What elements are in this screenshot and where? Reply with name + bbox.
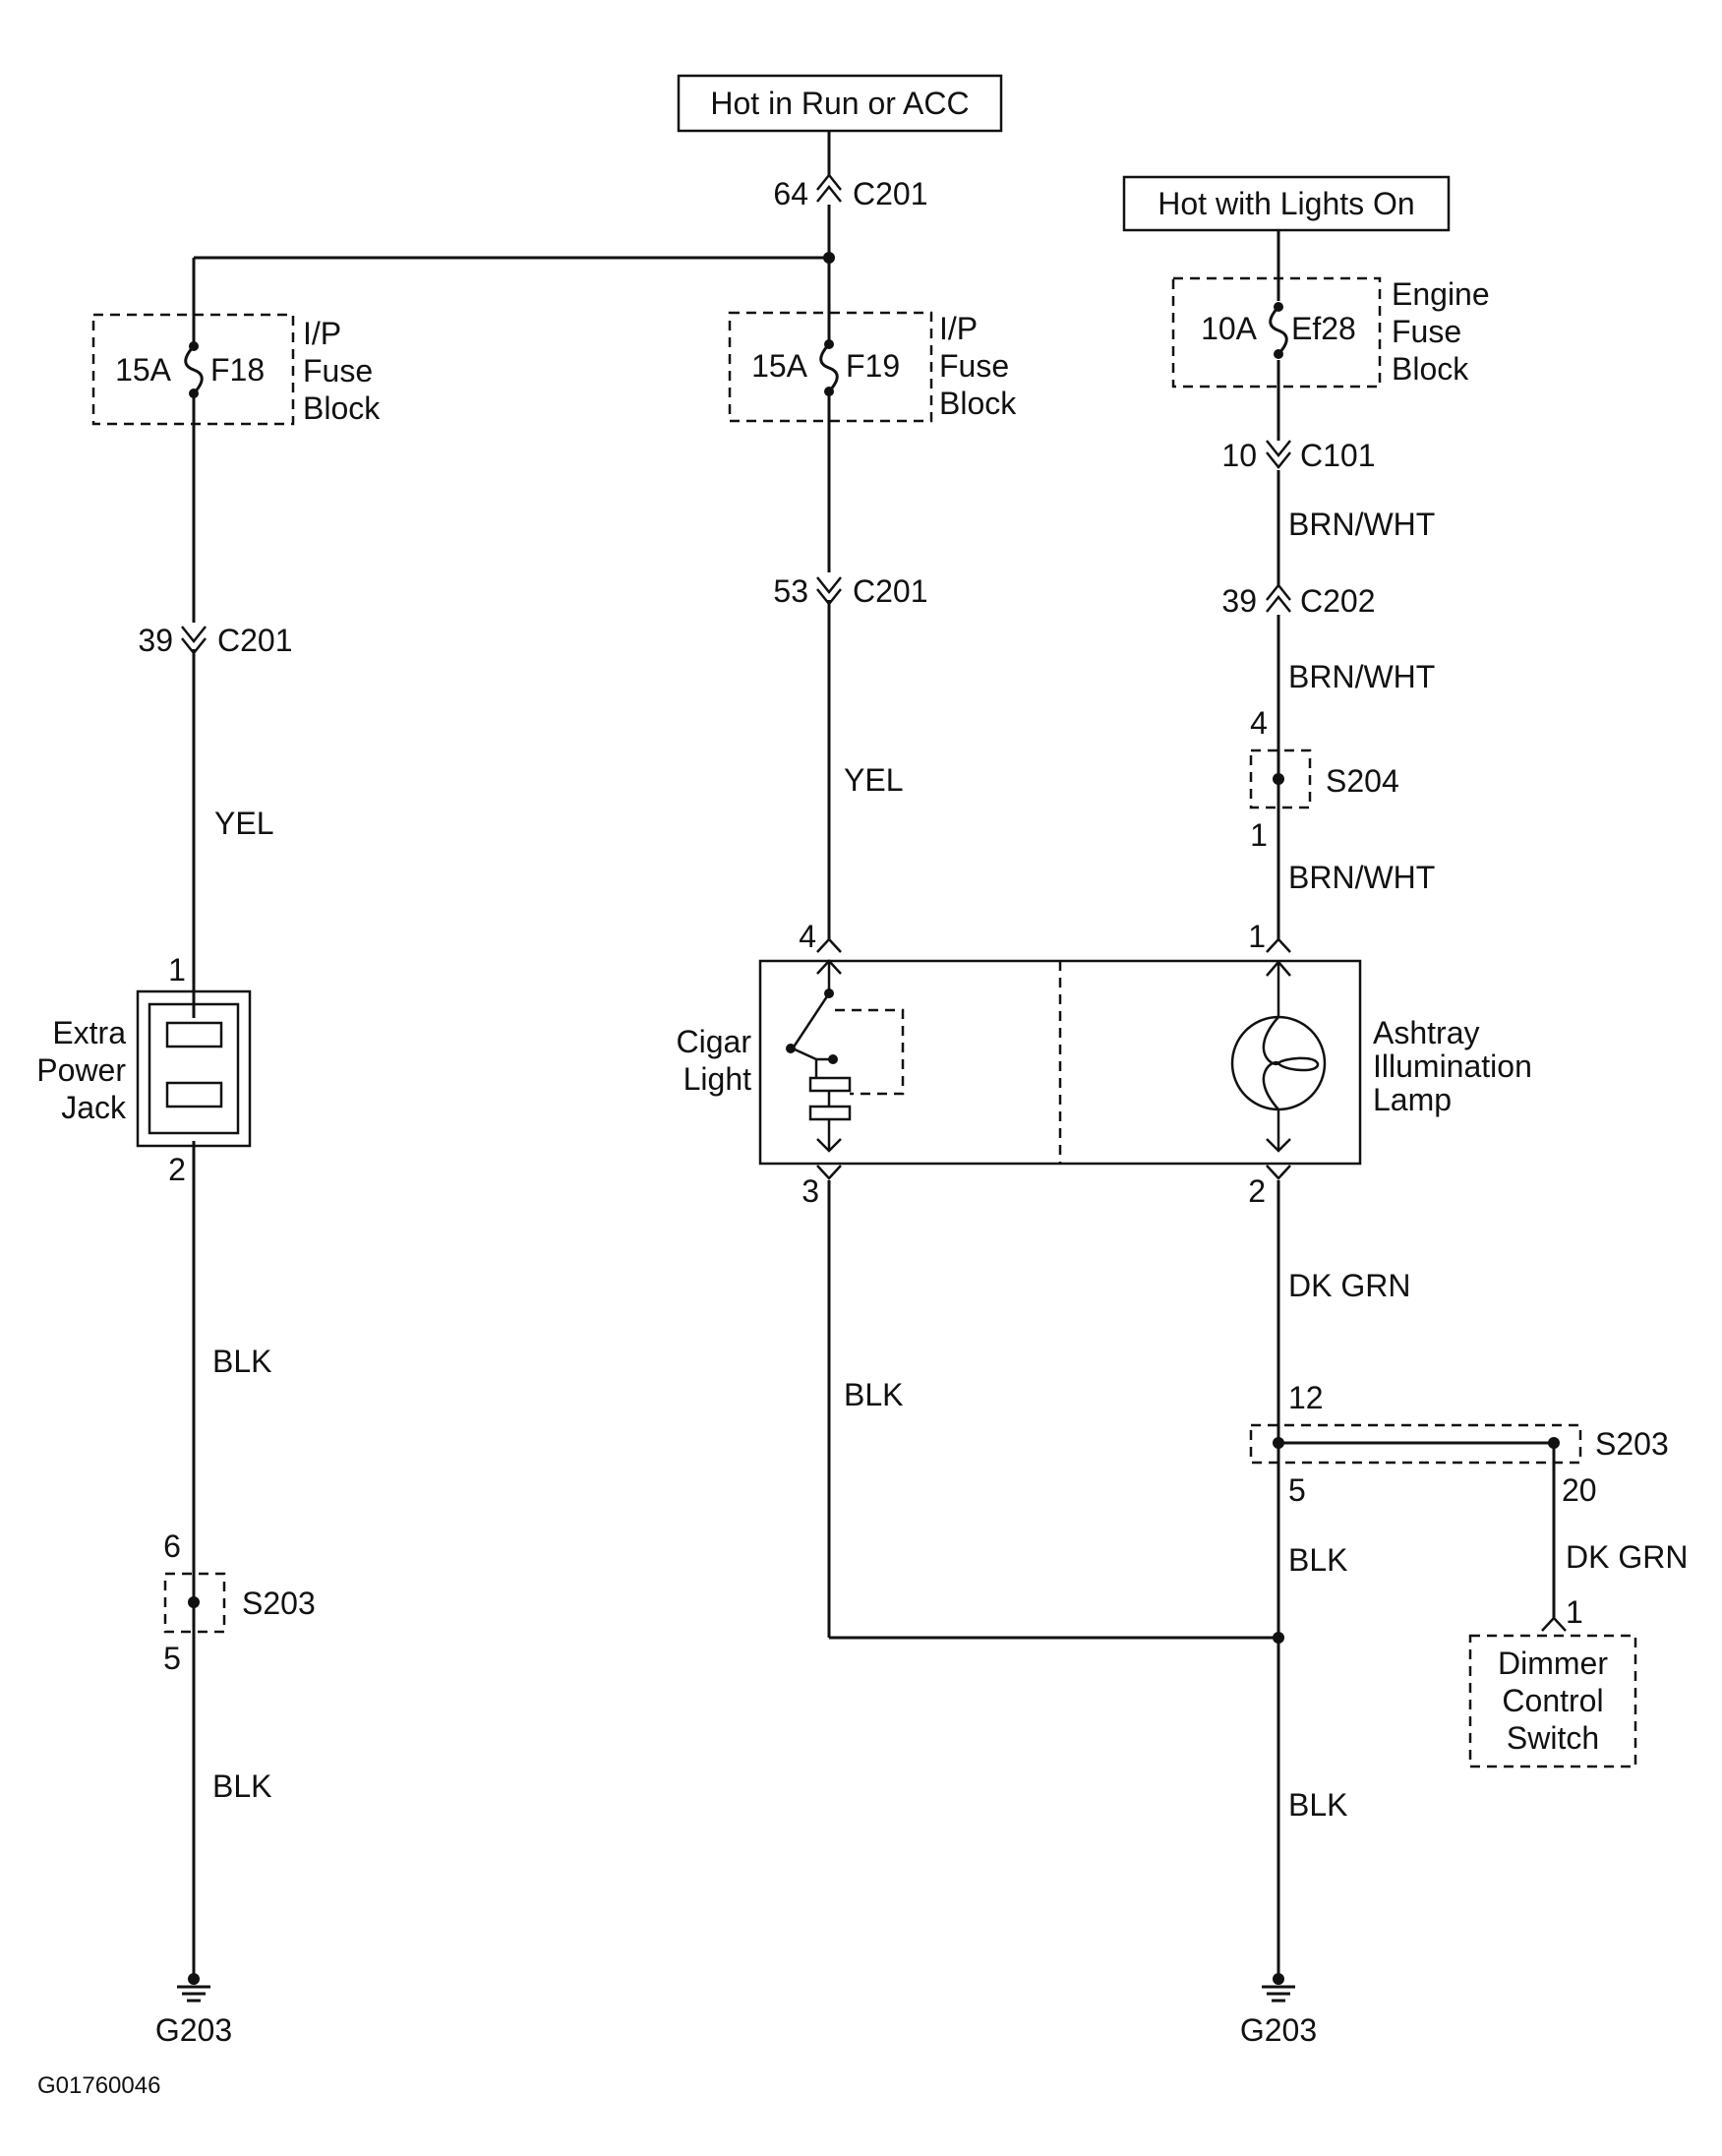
wire-label-left-blk-upper: BLK xyxy=(212,1344,271,1379)
wire-label-right-blk-upper: BLK xyxy=(1288,1542,1347,1578)
extra-power-jack-label-line3: Jack xyxy=(61,1090,127,1125)
junction-dots xyxy=(823,252,1284,1644)
ashtray-lamp-label-line3: Lamp xyxy=(1373,1082,1452,1117)
cigar-light-pin-bottom: 3 xyxy=(802,1173,819,1209)
splice-s203-right-pin-top: 12 xyxy=(1288,1380,1324,1415)
extra-power-jack-pin-top: 1 xyxy=(168,952,186,988)
figure-id: G01760046 xyxy=(37,2072,160,2099)
connector-c201-mid-pin: 53 xyxy=(773,573,808,609)
splice-s204-pin-top: 4 xyxy=(1250,705,1268,741)
fuse-ef28-block-line2: Fuse xyxy=(1392,314,1461,349)
wire-label-right-dkgrn: DK GRN xyxy=(1288,1268,1410,1303)
connector-c101-pin: 10 xyxy=(1221,438,1257,473)
connector-c101-name: C101 xyxy=(1300,438,1376,473)
ashtray-illumination-lamp: 1 2 Ashtray Illumination Lamp xyxy=(1230,919,1532,1209)
splice-s204-name: S204 xyxy=(1326,763,1399,799)
wire-label-right-brnwht-1: BRN/WHT xyxy=(1288,507,1435,542)
connector-c202-pin: 39 xyxy=(1221,583,1257,619)
fuse-ef28-amps: 10A xyxy=(1201,311,1258,346)
dimmer-switch-label-line2: Control xyxy=(1502,1683,1603,1718)
fuse-f18: 15A F18 I/P Fuse Block xyxy=(91,313,381,426)
cigar-light: 4 3 Cigar Light xyxy=(677,919,905,1209)
splice-s203-right-pin-bottom: 5 xyxy=(1288,1472,1306,1508)
wire-label-mid-blk: BLK xyxy=(844,1377,903,1412)
wire-label-dimmer-dkgrn: DK GRN xyxy=(1566,1539,1688,1575)
ground-right-label: G203 xyxy=(1240,2012,1317,2048)
cigar-light-pin-top: 4 xyxy=(799,919,816,954)
extra-power-jack: 1 2 Extra Power Jack xyxy=(36,952,252,1187)
extra-power-jack-label-line1: Extra xyxy=(52,1015,126,1050)
fuse-f18-block-line1: I/P xyxy=(303,316,341,351)
cigar-ashtray-housing xyxy=(758,959,1362,1166)
cigar-light-element-symbol xyxy=(786,959,905,1153)
splice-s203-right-pin-side: 20 xyxy=(1562,1472,1597,1508)
ashtray-lamp-label-line1: Ashtray xyxy=(1373,1015,1479,1050)
fuse-f19: 15A F19 I/P Fuse Block xyxy=(728,311,1017,423)
fuse-ef28-name: Ef28 xyxy=(1291,311,1356,346)
connector-c201-left-name: C201 xyxy=(217,623,293,658)
connector-c101: 10 C101 xyxy=(1221,438,1375,473)
fuse-f19-amps: 15A xyxy=(751,348,808,384)
cigar-light-label-line2: Light xyxy=(683,1061,752,1097)
extra-power-jack-pin-bottom: 2 xyxy=(168,1152,186,1187)
fuse-f18-block-line2: Fuse xyxy=(303,353,373,389)
connector-c201-top-name: C201 xyxy=(853,176,928,211)
fuse-f18-block-line3: Block xyxy=(303,390,381,426)
wire-label-mid-yel: YEL xyxy=(844,762,903,798)
ashtray-lamp-pin-top: 1 xyxy=(1248,919,1266,954)
connector-c201-top: 64 C201 xyxy=(773,172,928,211)
wire-label-left-blk-lower: BLK xyxy=(212,1768,271,1804)
splice-s203-left-pin-bottom: 5 xyxy=(163,1641,181,1676)
connector-c202-name: C202 xyxy=(1300,583,1376,619)
source-lights-on: Hot with Lights On xyxy=(1122,175,1451,232)
splice-s203-left-pin-top: 6 xyxy=(163,1528,181,1564)
wire-label-left-yel: YEL xyxy=(214,806,273,841)
source-lights-on-label: Hot with Lights On xyxy=(1158,186,1414,221)
splice-s203-right: 12 5 20 S203 xyxy=(1249,1380,1669,1508)
ground-right: G203 xyxy=(1240,1973,1317,2048)
dimmer-control-switch: 1 Dimmer Control Switch xyxy=(1468,1594,1637,1768)
fuse-f19-block-line2: Fuse xyxy=(939,348,1009,384)
ground-left: G203 xyxy=(155,1973,232,2048)
wire-label-right-brnwht-2: BRN/WHT xyxy=(1288,659,1435,694)
wire-labels: YEL BLK BLK YEL BLK BRN/WHT BRN/WHT BRN/… xyxy=(212,507,1688,1823)
connector-c201-left-pin: 39 xyxy=(138,623,173,658)
lamp-bulb-icon xyxy=(1230,960,1327,1153)
connector-c201-mid: 53 C201 xyxy=(773,573,927,609)
fuse-ef28-block-line3: Block xyxy=(1392,351,1469,387)
fuse-ef28-block-line1: Engine xyxy=(1392,276,1490,312)
source-run-acc-label: Hot in Run or ACC xyxy=(710,86,969,121)
dimmer-switch-label-line3: Switch xyxy=(1507,1720,1599,1756)
fuse-f19-block-line1: I/P xyxy=(939,311,978,346)
splice-s204: 4 1 S204 xyxy=(1249,705,1399,853)
dimmer-switch-label-line1: Dimmer xyxy=(1498,1646,1608,1681)
fuse-f18-name: F18 xyxy=(210,352,265,388)
connector-c201-mid-name: C201 xyxy=(853,573,928,609)
fuse-f19-name: F19 xyxy=(846,348,900,384)
splice-s203-left: 6 5 S203 xyxy=(163,1528,316,1676)
ground-left-label: G203 xyxy=(155,2012,232,2048)
connector-c202: 39 C202 xyxy=(1221,582,1376,619)
splice-s203-left-name: S203 xyxy=(242,1586,316,1621)
connector-c201-left: 39 C201 xyxy=(138,623,292,658)
fuse-ef28: 10A Ef28 Engine Fuse Block xyxy=(1171,276,1490,389)
ashtray-lamp-pin-bottom: 2 xyxy=(1248,1173,1266,1209)
wires xyxy=(192,131,1556,1979)
fuse-f19-block-line3: Block xyxy=(939,386,1017,421)
dimmer-switch-pin: 1 xyxy=(1566,1594,1583,1630)
fuse-f18-amps: 15A xyxy=(115,352,172,388)
extra-power-jack-label-line2: Power xyxy=(36,1052,126,1088)
connector-c201-top-pin: 64 xyxy=(773,176,808,211)
splice-s203-right-name: S203 xyxy=(1595,1426,1669,1462)
wire-label-right-brnwht-3: BRN/WHT xyxy=(1288,860,1435,895)
source-run-acc: Hot in Run or ACC xyxy=(677,74,1003,133)
wire-label-right-blk-lower: BLK xyxy=(1288,1787,1347,1823)
splice-s204-pin-bottom: 1 xyxy=(1250,817,1268,853)
ashtray-lamp-label-line2: Illumination xyxy=(1373,1048,1532,1084)
cigar-light-label-line1: Cigar xyxy=(677,1024,752,1059)
